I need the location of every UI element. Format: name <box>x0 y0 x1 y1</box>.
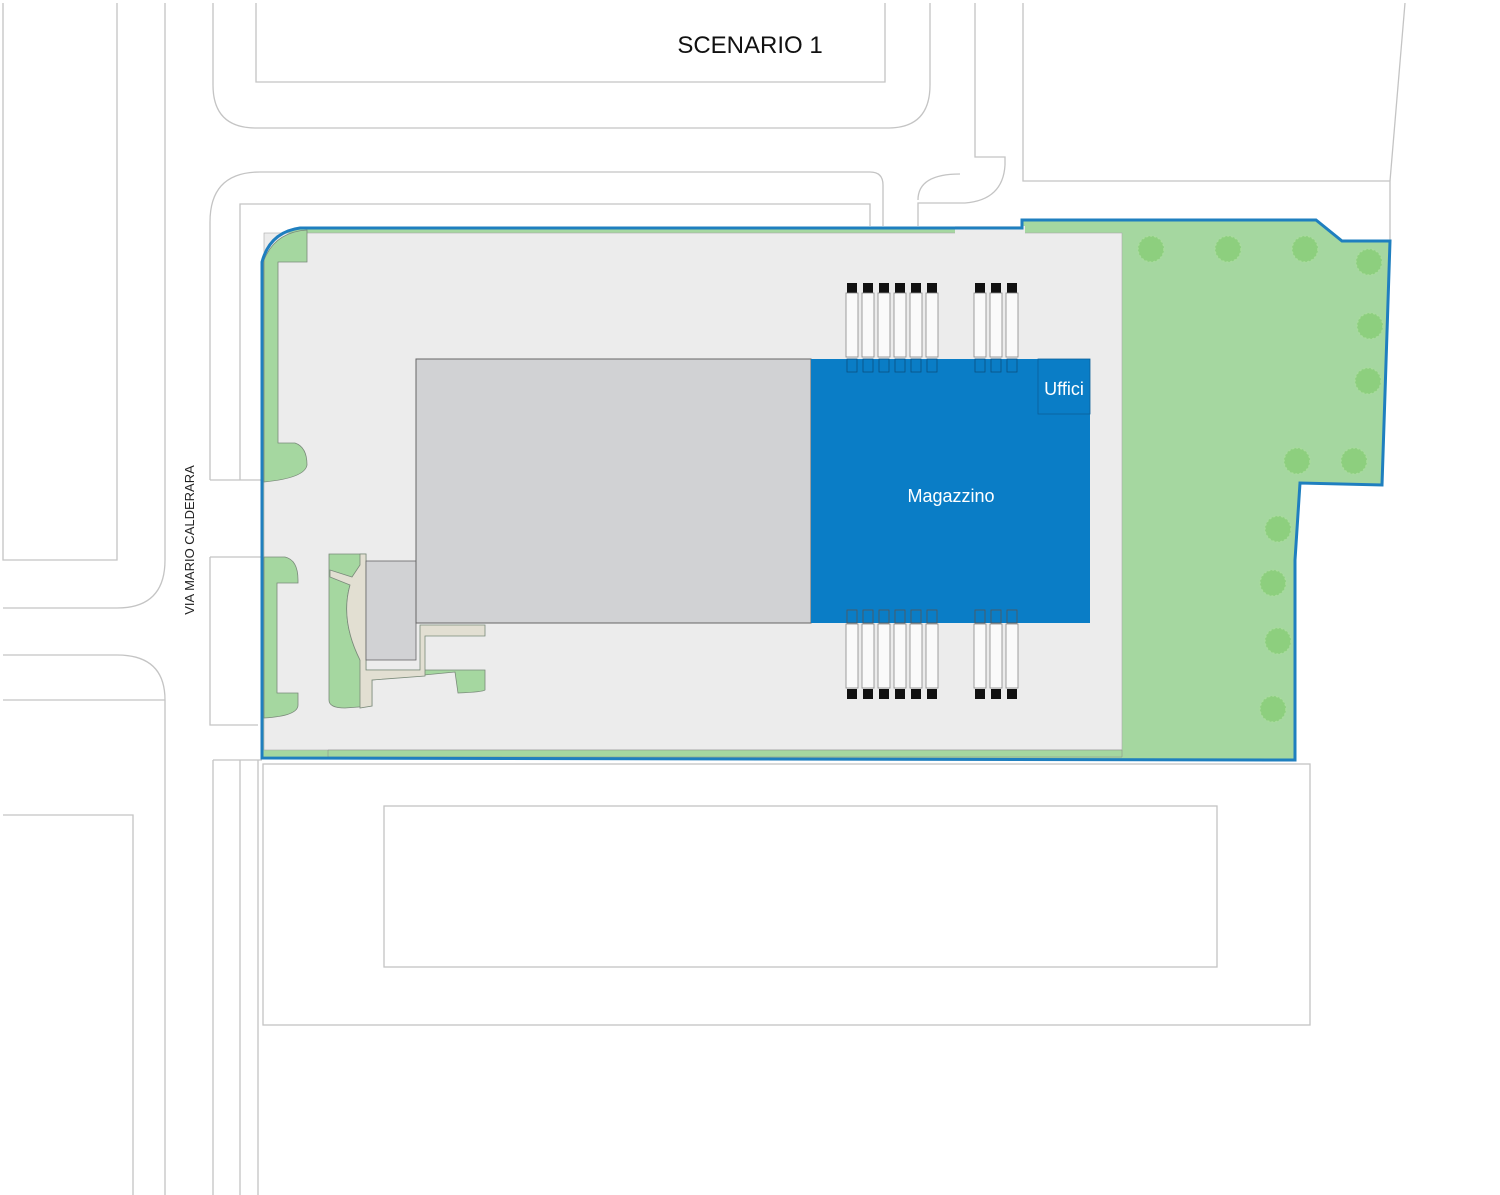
truck-trailer <box>909 623 923 689</box>
dock-door <box>974 358 986 373</box>
truck-cab <box>975 283 985 293</box>
truck-cab <box>911 283 921 293</box>
site-boundary <box>260 218 1392 762</box>
truck-cab <box>975 689 985 699</box>
dock-door <box>878 609 890 624</box>
truck-trailer <box>1005 292 1019 358</box>
truck-trailer <box>845 292 859 358</box>
truck-cab <box>1007 689 1017 699</box>
truck-trailer <box>861 623 875 689</box>
tree-icon <box>1264 627 1292 655</box>
dock-door <box>990 609 1002 624</box>
dock-door <box>862 358 874 373</box>
neighbor-building <box>262 763 1311 1026</box>
tree-icon <box>1214 235 1242 263</box>
dock-door <box>894 358 906 373</box>
left-landscaping <box>263 229 486 719</box>
truck-trailer <box>845 623 859 689</box>
existing-building <box>415 358 812 624</box>
tree-icon <box>1355 248 1383 276</box>
tree-icon <box>1340 447 1368 475</box>
tree-icon <box>1354 367 1382 395</box>
truck-trailer <box>861 292 875 358</box>
truck-cab <box>847 283 857 293</box>
truck-cab <box>991 283 1001 293</box>
truck-trailer <box>909 292 923 358</box>
tree-icon <box>1291 235 1319 263</box>
truck-trailer <box>877 623 891 689</box>
building-annex <box>365 560 417 661</box>
tree-icon <box>1356 312 1384 340</box>
dock-door <box>1006 358 1018 373</box>
tree-icon <box>1283 447 1311 475</box>
dock-door <box>910 358 922 373</box>
truck-trailer <box>925 292 939 358</box>
truck-cab <box>847 689 857 699</box>
dock-door <box>1006 609 1018 624</box>
dock-door <box>878 358 890 373</box>
truck-cab <box>991 689 1001 699</box>
offices-label: Uffici <box>1044 379 1084 399</box>
tree-icon <box>1259 569 1287 597</box>
truck-cab <box>895 689 905 699</box>
dock-door <box>974 609 986 624</box>
dock-door <box>846 609 858 624</box>
truck-cab <box>1007 283 1017 293</box>
truck-cab <box>863 283 873 293</box>
dock-door <box>894 609 906 624</box>
truck-cab <box>895 283 905 293</box>
dock-door <box>926 358 938 373</box>
tree-icon <box>1137 235 1165 263</box>
dock-door <box>846 358 858 373</box>
truck-trailer <box>973 292 987 358</box>
truck-cab <box>911 689 921 699</box>
loading-docks <box>845 283 1019 699</box>
truck-trailer <box>989 292 1003 358</box>
truck-cab <box>927 689 937 699</box>
surrounding-roads <box>2 2 1406 1195</box>
truck-trailer <box>973 623 987 689</box>
tree-icon <box>1264 515 1292 543</box>
dock-door <box>862 609 874 624</box>
truck-trailer <box>893 623 907 689</box>
dock-door <box>990 358 1002 373</box>
truck-cab <box>879 689 889 699</box>
dock-door <box>926 609 938 624</box>
truck-cab <box>863 689 873 699</box>
trees <box>1137 235 1384 723</box>
truck-trailer <box>877 292 891 358</box>
warehouse-block <box>811 359 1090 623</box>
truck-trailer <box>925 623 939 689</box>
warehouse-label: Magazzino <box>907 486 994 506</box>
truck-cab <box>927 283 937 293</box>
scenario-title: SCENARIO 1 <box>677 32 822 59</box>
dock-door <box>910 609 922 624</box>
street-name: VIA MARIO CALDERARA <box>182 465 197 615</box>
truck-trailer <box>1005 623 1019 689</box>
truck-cab <box>879 283 889 293</box>
bottom-green-strip <box>327 749 1123 758</box>
truck-trailer <box>893 292 907 358</box>
neighbor-building-inner <box>383 805 1218 968</box>
truck-trailer <box>989 623 1003 689</box>
offices-block <box>1037 358 1091 415</box>
tree-icon <box>1259 695 1287 723</box>
